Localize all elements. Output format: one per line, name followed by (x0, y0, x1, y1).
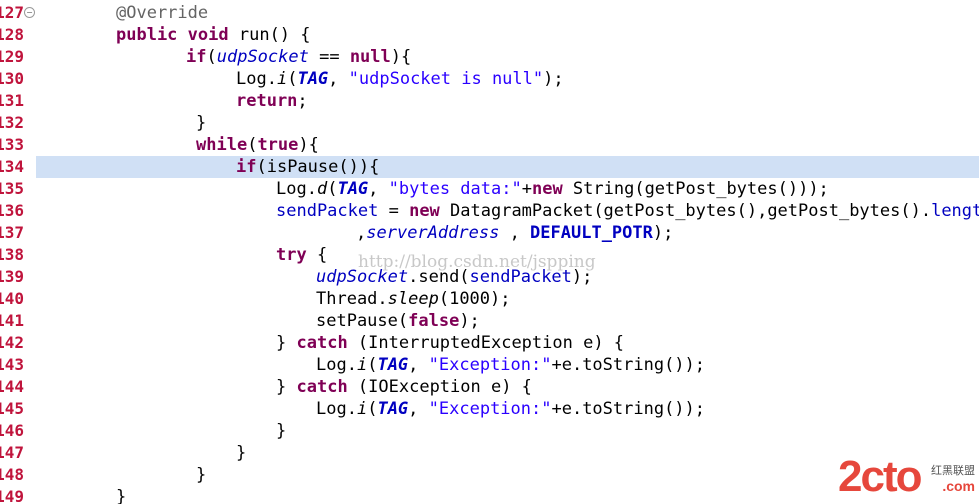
code-line[interactable]: 146 } (0, 420, 979, 442)
code-line[interactable]: 129 if(udpSocket == null){ (0, 46, 979, 68)
site-logo: 2cto 红黑联盟 .com (838, 452, 979, 501)
logo-wordmark: 2cto (838, 452, 922, 501)
line-number: 140 (0, 289, 24, 308)
code-line[interactable]: 130 Log.i(TAG, "udpSocket is null"); (0, 68, 979, 90)
code-line[interactable]: 128 public void run() { (0, 24, 979, 46)
line-number: 134 (0, 157, 24, 176)
line-number: 128 (0, 25, 24, 44)
line-number: 141 (0, 311, 24, 330)
line-number: 130 (0, 69, 24, 88)
line-number: 127 (0, 3, 24, 22)
code-line[interactable]: 143 Log.i(TAG, "Exception:"+e.toString()… (0, 354, 979, 376)
logo-domain: .com (942, 478, 975, 494)
line-number: 145 (0, 399, 24, 418)
line-number: 144 (0, 377, 24, 396)
code-line[interactable]: 148 } (0, 464, 979, 486)
line-number: 135 (0, 179, 24, 198)
code-line[interactable]: 145 Log.i(TAG, "Exception:"+e.toString()… (0, 398, 979, 420)
string-literal: "udpSocket is null" (348, 69, 544, 89)
code-line[interactable]: 140 Thread.sleep(1000); (0, 288, 979, 310)
keyword: public (116, 25, 178, 45)
line-number: 142 (0, 333, 24, 352)
line-number: 136 (0, 201, 24, 220)
code-line[interactable]: 144 } catch (IOException e) { (0, 376, 979, 398)
line-number: 133 (0, 135, 24, 154)
keyword: null (349, 47, 391, 67)
code-line-current[interactable]: 134 if(isPause()){ (0, 156, 979, 178)
watermark-url: http://blog.csdn.net/jspping (358, 252, 596, 272)
code-line[interactable]: 133 while(true){ (0, 134, 979, 156)
field: udpSocket (216, 47, 309, 67)
code-line[interactable]: 142 } catch (InterruptedException e) { (0, 332, 979, 354)
annotation: @Override (116, 3, 209, 23)
line-number: 139 (0, 267, 24, 286)
line-number: 149 (0, 487, 24, 504)
logo-subtext: 红黑联盟 (931, 464, 975, 477)
code-text: run() { (228, 25, 311, 45)
line-number: 132 (0, 113, 24, 132)
current-line-highlight (36, 156, 979, 178)
line-number: 147 (0, 443, 24, 462)
line-number: 143 (0, 355, 24, 374)
line-number: 148 (0, 465, 24, 484)
code-line[interactable]: 147 } (0, 442, 979, 464)
line-number: 138 (0, 245, 24, 264)
code-line[interactable]: 127 − @Override (0, 2, 979, 24)
keyword: if (186, 47, 207, 67)
code-line[interactable]: 132 } (0, 112, 979, 134)
line-number: 129 (0, 47, 24, 66)
code-line[interactable]: 141 setPause(false); (0, 310, 979, 332)
keyword: void (187, 25, 229, 45)
line-number: 146 (0, 421, 24, 440)
code-line[interactable]: 136 sendPacket = new DatagramPacket(getP… (0, 200, 979, 222)
code-line[interactable]: 137 ,serverAddress , DEFAULT_POTR); (0, 222, 979, 244)
code-line[interactable]: 138 try { (0, 244, 979, 266)
code-line[interactable]: 149 } (0, 486, 979, 504)
line-number: 137 (0, 223, 24, 242)
code-line[interactable]: 135 Log.d(TAG, "bytes data:"+new String(… (0, 178, 979, 200)
line-number: 131 (0, 91, 24, 110)
code-line[interactable]: 131 return; (0, 90, 979, 112)
code-line[interactable]: 139 udpSocket.send(sendPacket); (0, 266, 979, 288)
fold-collapse-icon[interactable]: − (24, 7, 35, 18)
